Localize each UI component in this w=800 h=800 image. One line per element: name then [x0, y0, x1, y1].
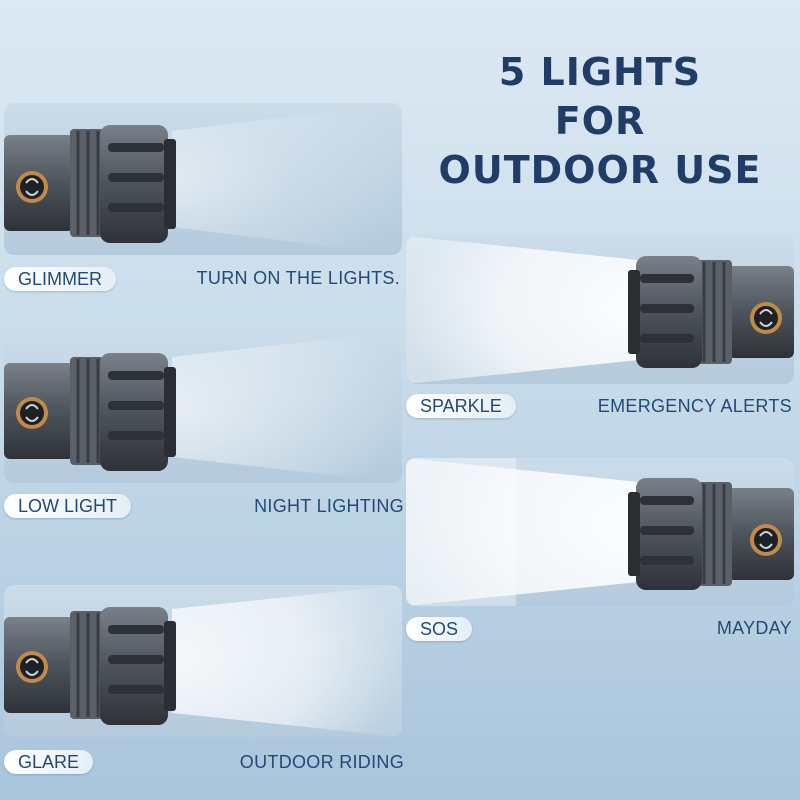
mode-label-low-light: LOW LIGHT: [4, 494, 132, 518]
mode-description-sparkle: EMERGENCY ALERTS: [597, 396, 792, 416]
title-line-3: OUTDOOR USE: [438, 148, 762, 192]
flashlight-body: [4, 353, 176, 471]
mode-panel-glare: [4, 585, 402, 737]
mode-label-sos: SOS: [406, 617, 473, 641]
title-line-1: 5 LIGHTS: [498, 50, 702, 94]
flashlight-icon: [4, 585, 402, 737]
flashlight-body: [628, 256, 794, 368]
mode-description-low-light: NIGHT LIGHTING: [254, 496, 404, 516]
flashlight-body: [628, 478, 794, 590]
title-line-2: FOR: [554, 99, 646, 143]
flashlight-icon: [4, 103, 402, 255]
mode-description-glimmer: TURN ON THE LIGHTS.: [196, 268, 400, 288]
mode-label-sparkle: SPARKLE: [406, 394, 516, 418]
mode-panel-sos: [406, 458, 794, 606]
page-title: 5 LIGHTS FOR OUTDOOR USE: [420, 48, 780, 195]
mode-panel-low-light: [4, 331, 402, 483]
mode-panel-sparkle: [406, 236, 794, 384]
mode-description-sos: MAYDAY: [716, 618, 792, 638]
mode-description-glare: OUTDOOR RIDING: [239, 752, 404, 772]
flashlight-icon: [406, 458, 794, 606]
flashlight-icon: [406, 236, 794, 384]
mode-label-glare: GLARE: [4, 750, 94, 774]
flashlight-icon: [4, 331, 402, 483]
flashlight-body: [4, 125, 176, 243]
mode-label-glimmer: GLIMMER: [4, 267, 117, 291]
flashlight-body: [4, 607, 176, 725]
mode-panel-glimmer: [4, 103, 402, 255]
